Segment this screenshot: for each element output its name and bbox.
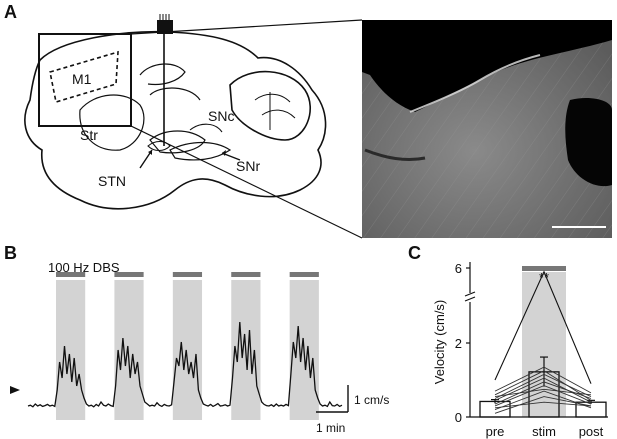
m1-box xyxy=(38,33,132,127)
snr-outline xyxy=(169,141,232,161)
paired-line xyxy=(494,366,592,394)
brain-outline xyxy=(24,30,327,210)
panel-a-letter: A xyxy=(4,2,17,22)
label-str: Str xyxy=(80,127,98,143)
stim-period-bar xyxy=(55,272,86,277)
zoom-line-top xyxy=(130,19,363,35)
paired-line xyxy=(494,373,592,399)
axis-break-mark xyxy=(464,291,476,297)
velocity-trace-line xyxy=(27,321,343,408)
x-tick-label-pre: pre xyxy=(486,424,505,439)
paired-line xyxy=(494,388,592,398)
paired-line xyxy=(494,401,592,409)
electrode-connector xyxy=(157,20,173,34)
paired-line xyxy=(494,385,592,407)
baseline-arrowhead-icon xyxy=(10,386,20,394)
stim-period-shade xyxy=(114,280,144,420)
stim-period-bar xyxy=(114,272,144,277)
histology-micrograph xyxy=(362,20,612,238)
paired-line xyxy=(494,396,592,414)
scale-label-y: 1 cm/s xyxy=(354,393,389,407)
y-tick-label: 6 xyxy=(455,261,462,276)
label-snc: SNc xyxy=(208,108,234,124)
stim-period-shade xyxy=(55,280,86,420)
stim-period-shade xyxy=(172,280,203,420)
cerebellum xyxy=(229,70,311,141)
m1-dashed-region xyxy=(49,50,119,104)
label-snr: SNr xyxy=(236,158,260,174)
y-axis-label: Velocity (cm/s) xyxy=(432,300,447,385)
stim-period-bar xyxy=(289,272,319,277)
stim-bar xyxy=(522,266,566,271)
stn-outline xyxy=(147,140,171,152)
label-m1: M1 xyxy=(72,71,92,87)
significance-marker: ** xyxy=(539,270,549,285)
y-tick-label: 2 xyxy=(455,336,462,351)
x-tick-label-post: post xyxy=(579,424,604,439)
stim-label: 100 Hz DBS xyxy=(48,260,120,275)
paired-line xyxy=(494,390,592,411)
y-tick-label: 0 xyxy=(455,410,462,425)
stim-period-bar xyxy=(231,272,261,277)
axis-break-mark xyxy=(464,296,476,302)
zoom-line-bottom xyxy=(130,125,363,239)
scale-label-x: 1 min xyxy=(316,421,345,435)
outlier-line xyxy=(494,270,592,384)
brain-schematic xyxy=(24,30,327,210)
label-stn: STN xyxy=(98,173,126,189)
stim-period-bar xyxy=(172,272,203,277)
velocity-trace-plot xyxy=(27,272,343,420)
paired-line xyxy=(494,377,592,403)
panel-c-letter: C xyxy=(408,243,421,263)
x-tick-label-stim: stim xyxy=(532,424,556,439)
panel-b-letter: B xyxy=(4,243,17,263)
paired-line xyxy=(494,370,592,401)
